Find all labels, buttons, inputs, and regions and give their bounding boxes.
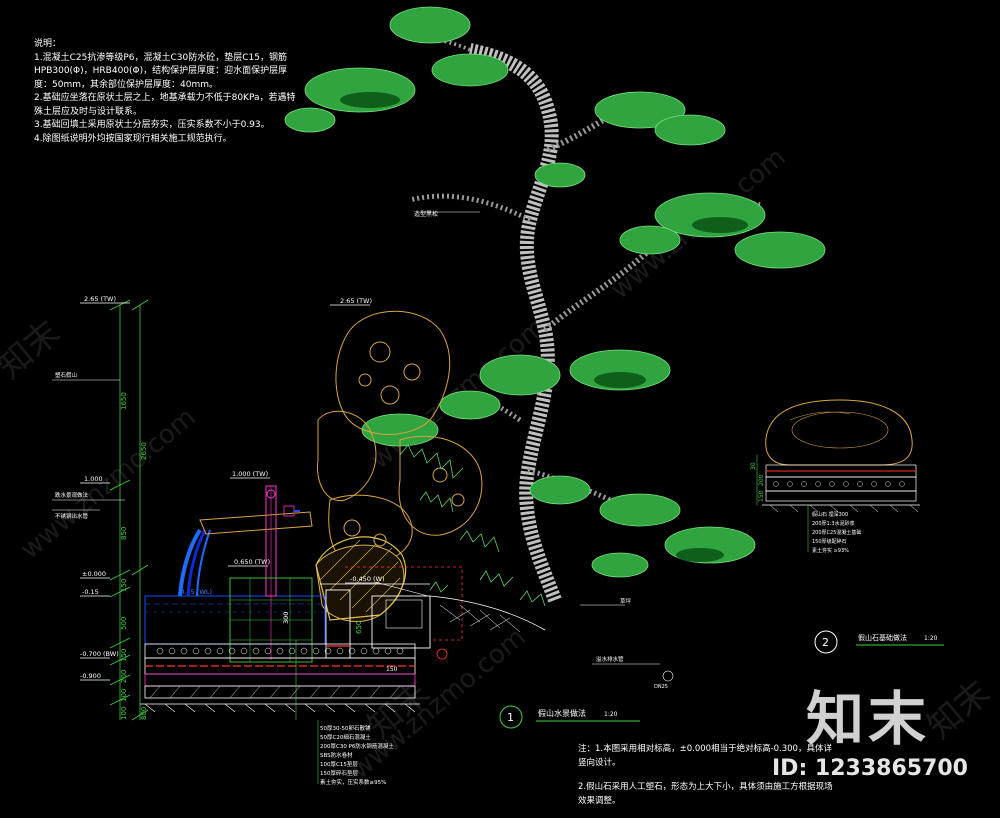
design-notes: 说明： 1.混凝土C25抗渗等级P6，混凝土C30防水砼，垫层C15，钢筋HPB… [34,38,304,146]
pond-structure: 300 [140,485,674,713]
layer-right-5: 素土夯实 ≥93% [812,547,849,554]
detail-1-scale: 1:20 [604,711,618,718]
dim-150b: 150 [120,649,128,662]
detail-1-number: 1 [507,711,514,724]
detail-1-title: 假山水景做法 [538,708,586,718]
layer-main-3: 200厚C30 P6防水钢筋混凝土 [320,742,394,750]
detail-2-number: 2 [822,636,829,649]
elev-base-bottom: -0.900 [80,672,101,680]
detail-2-scale: 1:20 [924,635,938,642]
layer-main-1: 50厚30-50卵石散铺 [320,724,371,732]
layer-main-5: 100厚C15垫层 [320,760,358,768]
note-item-1: 1.混凝土C25抗渗等级P6，混凝土C30防水砼，垫层C15，钢筋HPB300(… [34,52,288,90]
elev-rock-base: -0.450 (W) [350,575,385,583]
dimension-column [109,299,149,721]
layer-right-4: 150厚级配碎石 [812,538,847,545]
tree-trunk [468,43,562,603]
layer-main-4: SBS防水卷材 [320,751,353,759]
bottom-notes: 注：1.本图采用相对标高，±0.000相当于绝对标高-0.300，具体详竖向设计… [578,742,838,818]
tree-label: 造型黑松 [414,210,438,218]
layer-main-6: 150厚碎石垫层 [320,769,358,777]
notes-heading: 说明： [34,39,62,49]
detail-2-title: 假山石基础做法 [858,633,907,642]
detail-title-1: 1 假山水景做法 1:20 [499,705,640,729]
dim-300: 300 [282,612,290,624]
note-item-2: 2.基础应坐落在原状土层之上，地基承载力不低于80KPa，若遇特殊土层应及时与设… [34,93,296,117]
detail-title-2: 2 假山石基础做法 1:20 [814,630,944,654]
watermark-logo: 知末 [806,685,931,753]
layer-right-1: 假山石 埋深300 [812,511,848,518]
tree-foliage-shadow [340,92,748,562]
detail-2-drawing: 30 200 150 假山石 埋深300 200厚1:3水泥砂浆 200厚C25… [750,399,920,554]
layer-callouts: 50厚30-50卵石散铺 50厚C20细石混凝土 200厚C30 P6防水钢筋混… [295,640,394,786]
rockery [315,310,483,623]
dim-100b: 100 [120,707,128,720]
elev-pond-top: 0.650 (TW) [234,558,270,566]
r-dim-150: 150 [758,490,765,502]
elev-pond-bottom: -0.700 (BW) [80,650,119,658]
dim-800: 800 [140,707,148,720]
bottom-note-2: 2.假山石采用人工塑石，形态为上大下小，具体须由施工方根据现场效果调整。 [578,782,833,806]
label-drain: 溢水排水管 [596,655,624,663]
label-grass: 草坪 [620,597,632,605]
elev-water-level: -0.15 [82,588,99,596]
elev-top-rock: 2.65 (TW) [340,297,372,305]
elev-wall-top: 1.000 [84,475,103,483]
dim-500: 500 [120,617,128,630]
dim-1650: 1650 [120,392,128,410]
dim-200: 200 [120,670,128,683]
pine-tree: 造型黑松 [284,6,826,603]
watermark-diag-1: www.znzmo.com [15,402,201,565]
dim-150c: 150 [386,666,398,673]
layer-main-7: 素土夯实，压实系数≥95% [320,778,386,786]
layer-right-2: 200厚1:3水泥砂浆 [812,520,855,527]
dim-100a: 100 [120,689,128,702]
shrubs [399,444,546,607]
elev-water-level-mark: -0.15 (WL) [178,588,212,596]
label-rock: 塑石假山 [55,371,77,379]
dim-150a: 150 [120,579,128,592]
svg-text:DN25: DN25 [654,684,668,690]
bottom-note-1: 注：1.本图采用相对标高，±0.000相当于绝对标高-0.300，具体详竖向设计… [578,744,832,768]
elev-wall-top-tw: 1.000 (TW) [232,470,268,478]
note-item-4: 4.除图纸说明外均按国家现行相关施工规范执行。 [34,133,232,144]
dim-650: 650 [355,621,363,634]
r-dim-200: 200 [758,474,765,486]
layer-main-2: 50厚C20细石混凝土 [320,733,371,741]
elev-ground-zero: ±0.000 [82,570,106,578]
dim-850: 850 [120,527,128,540]
layer-right-3: 200厚C25混凝土基础 [812,529,861,536]
elev-top-left: 2.65 (TW) [84,295,116,303]
leader-labels [52,379,660,665]
label-pipe: 不锈钢出水管 [55,512,89,520]
label-fall: 跌水景观做法 [55,491,89,499]
dim-2650: 2650 [140,442,148,460]
watermark-id: ID: 1233865700 [772,756,968,781]
r-dim-30: 30 [750,462,757,470]
note-item-3: 3.基础回填土采用原状土分层夯实，压实系数不小于0.93。 [34,120,270,130]
